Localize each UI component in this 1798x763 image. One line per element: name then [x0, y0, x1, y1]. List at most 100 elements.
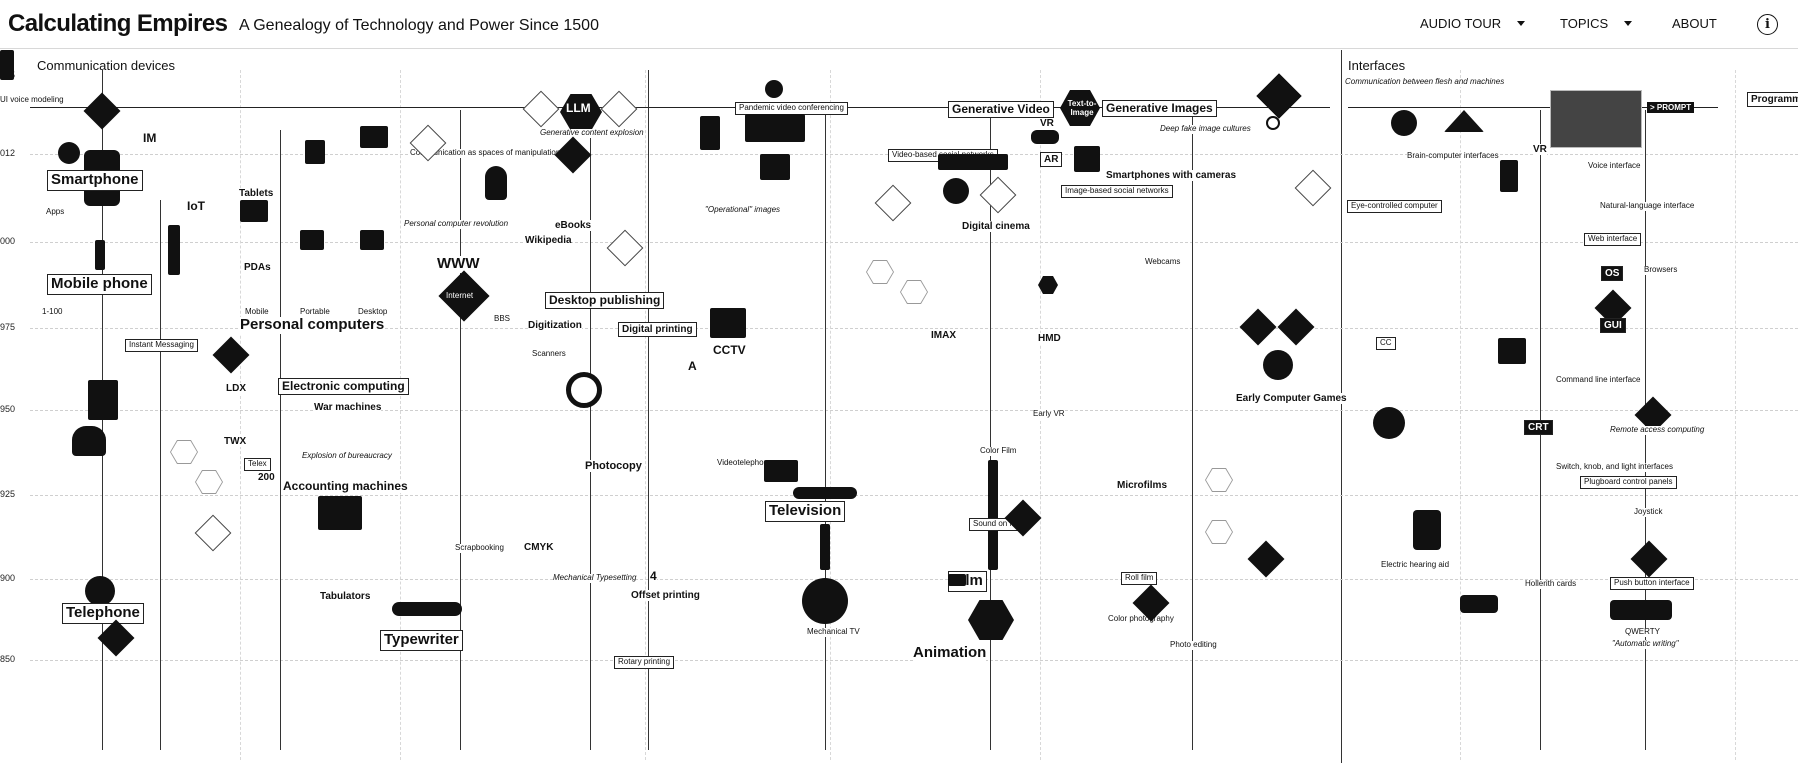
llm-hex-node[interactable]: [560, 94, 602, 130]
node-scrapbooking[interactable]: Scrapbooking: [455, 543, 504, 553]
node-iot[interactable]: IoT: [187, 199, 205, 214]
node-voice-interface[interactable]: Voice interface: [1588, 161, 1641, 171]
node-offset-printing[interactable]: Offset printing: [631, 590, 700, 601]
node-crt[interactable]: CRT: [1524, 420, 1553, 435]
node-llm[interactable]: LLM: [566, 101, 591, 115]
node-smartphone[interactable]: Smartphone: [47, 170, 143, 191]
node-push-button[interactable]: Push button interface: [1610, 577, 1694, 590]
node-digitization[interactable]: Digitization: [528, 320, 582, 331]
node-digital-printing[interactable]: Digital printing: [618, 322, 697, 337]
node-portable[interactable]: Portable: [300, 307, 330, 317]
node-videotelephony[interactable]: Videotelephony: [717, 458, 773, 468]
timeline-map[interactable]: Communication devices Interfaces 025 012…: [0, 50, 1798, 763]
diamond-node[interactable]: [522, 90, 560, 128]
info-circle-icon[interactable]: i: [1757, 14, 1778, 35]
node-roll-film[interactable]: Roll film: [1121, 572, 1158, 585]
node-instant-messaging[interactable]: Instant Messaging: [125, 339, 198, 352]
diamond-node[interactable]: [600, 90, 638, 128]
node-vr[interactable]: VR: [1040, 118, 1054, 129]
diamond-node[interactable]: [1630, 540, 1668, 578]
node-label[interactable]: 4: [650, 569, 657, 584]
node-text-to-image[interactable]: Text-to-Image: [1067, 99, 1097, 117]
node-personal-revolution[interactable]: Personal computer revolution: [404, 219, 509, 229]
node-microfilms[interactable]: Microfilms: [1117, 480, 1168, 491]
node-communication-spaces[interactable]: Communication as spaces of manipulation: [410, 148, 561, 158]
diamond-node[interactable]: [1004, 499, 1042, 537]
node-generative-images[interactable]: Generative Images: [1102, 100, 1217, 118]
diamond-node[interactable]: [979, 176, 1017, 214]
node-cctv[interactable]: CCTV: [713, 343, 746, 358]
node-command-line[interactable]: Command line interface: [1556, 375, 1641, 385]
node-mobile[interactable]: Mobile: [245, 307, 269, 317]
node-plugboard[interactable]: Plugboard control panels: [1580, 476, 1677, 489]
node-war-machines[interactable]: War machines: [314, 402, 382, 413]
node-operational-images[interactable]: "Operational" images: [705, 205, 781, 215]
node-scanners[interactable]: Scanners: [532, 349, 566, 359]
node-label[interactable]: A: [688, 359, 697, 374]
node-cc[interactable]: CC: [1376, 337, 1396, 350]
node-desktop-publishing[interactable]: Desktop publishing: [545, 292, 665, 310]
node-smartphones-cameras[interactable]: Smartphones with cameras: [1106, 170, 1237, 181]
node-qwerty[interactable]: QWERTY: [1625, 627, 1660, 637]
node-label[interactable]: 200: [258, 472, 275, 483]
diamond-node[interactable]: [606, 229, 644, 267]
node-telephone[interactable]: Telephone: [62, 603, 144, 624]
node-television[interactable]: Television: [765, 501, 846, 522]
hex-node[interactable]: [1205, 468, 1233, 492]
diamond-node[interactable]: [874, 184, 912, 222]
node-digital-cinema[interactable]: Digital cinema: [962, 221, 1030, 232]
hex-node[interactable]: [1205, 520, 1233, 544]
node-switch-knob[interactable]: Switch, knob, and light interfaces: [1556, 462, 1673, 472]
node-early-computer-games[interactable]: Early Computer Games: [1236, 393, 1347, 404]
node-natural-language[interactable]: Natural-language interface: [1600, 201, 1695, 211]
node-browsers[interactable]: Browsers: [1644, 265, 1678, 275]
node-im[interactable]: IM: [143, 131, 157, 146]
node-comm-flesh-machines[interactable]: Communication between flesh and machines: [1345, 77, 1505, 87]
node-deep-fake[interactable]: Deep fake image cultures: [1160, 124, 1251, 134]
node-joystick[interactable]: Joystick: [1634, 507, 1663, 517]
diamond-node[interactable]: [97, 619, 135, 657]
node-apps[interactable]: Apps: [46, 207, 65, 217]
node-desktop[interactable]: Desktop: [358, 307, 388, 317]
node-photocopy[interactable]: Photocopy: [585, 460, 642, 473]
node-electric-hearing-aid[interactable]: Electric hearing aid: [1381, 560, 1450, 570]
node-accounting-machines[interactable]: Accounting machines: [283, 479, 408, 494]
node-rotary-printing[interactable]: Rotary printing: [614, 656, 675, 669]
node-personal-computers[interactable]: Personal computers: [240, 316, 385, 334]
node-imax[interactable]: IMAX: [931, 330, 956, 341]
node-label[interactable]: 1-100: [42, 307, 63, 317]
node-color-film[interactable]: Color Film: [980, 446, 1017, 456]
diamond-node[interactable]: [1277, 308, 1315, 346]
node-hmd[interactable]: HMD: [1038, 333, 1061, 344]
node-eye-controlled[interactable]: Eye-controlled computer: [1347, 200, 1442, 213]
node-photo-editing[interactable]: Photo editing: [1170, 640, 1217, 650]
node-automatic-writing[interactable]: "Automatic writing": [1612, 639, 1679, 649]
hex-node[interactable]: [900, 280, 928, 304]
node-tabulators[interactable]: Tabulators: [320, 591, 371, 602]
diamond-node[interactable]: [1239, 308, 1277, 346]
node-ar[interactable]: AR: [1040, 152, 1063, 167]
node-wikipedia[interactable]: Wikipedia: [525, 235, 572, 246]
node-remote-access[interactable]: Remote access computing: [1610, 425, 1705, 435]
node-mechanical-typesetting[interactable]: Mechanical Typesetting: [553, 573, 637, 583]
node-cmyk[interactable]: CMYK: [524, 542, 554, 553]
hex-node[interactable]: [195, 470, 223, 494]
hex-node[interactable]: [1038, 276, 1058, 294]
node-label[interactable]: UI voice modeling: [0, 95, 64, 105]
node-programmable[interactable]: Programm: [1747, 92, 1798, 107]
node-typewriter[interactable]: Typewriter: [380, 630, 463, 651]
node-pdas[interactable]: PDAs: [244, 262, 271, 273]
node-www[interactable]: WWW: [437, 255, 480, 273]
diamond-node[interactable]: [194, 514, 232, 552]
node-generative-video[interactable]: Generative Video: [948, 101, 1054, 119]
node-electronic-computing[interactable]: Electronic computing: [278, 378, 409, 396]
node-animation[interactable]: Animation: [913, 644, 987, 662]
nav-audio-tour[interactable]: AUDIO TOUR: [1420, 16, 1526, 31]
node-webcams[interactable]: Webcams: [1145, 257, 1181, 267]
node-ldx[interactable]: LDX: [226, 383, 246, 394]
node-generative-content[interactable]: Generative content explosion: [540, 128, 644, 138]
node-image-social[interactable]: Image-based social networks: [1061, 185, 1173, 198]
node-telex[interactable]: Telex: [244, 458, 271, 471]
node-explosion-bureaucracy[interactable]: Explosion of bureaucracy: [302, 451, 392, 461]
node-vr-interface[interactable]: VR: [1533, 144, 1547, 155]
